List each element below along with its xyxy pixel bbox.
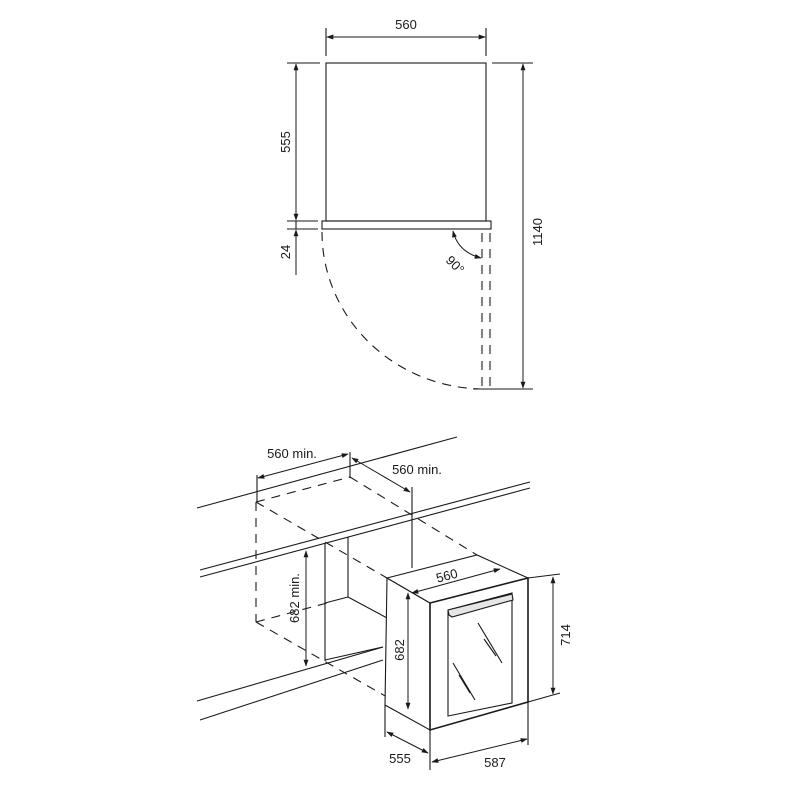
width-label: 560 xyxy=(395,17,417,32)
angle-arc xyxy=(452,230,482,259)
door-handle xyxy=(447,593,514,618)
front-width-dimension xyxy=(431,738,528,763)
top-view: 560 555 24 1140 90° xyxy=(278,17,545,390)
appliance-door xyxy=(429,576,529,732)
depth-label: 555 xyxy=(278,131,293,153)
door-panel xyxy=(321,220,492,230)
glass-reflection xyxy=(477,622,503,664)
appliance-height-label: 682 xyxy=(392,639,407,661)
niche-depth-label: 560 min. xyxy=(392,462,442,477)
niche-width-label: 560 min. xyxy=(267,446,317,461)
front-width-label: 587 xyxy=(484,755,506,770)
door-angle-label: 90° xyxy=(443,253,468,278)
door-swing-arc xyxy=(321,231,481,390)
iso-view: 560 min. 560 min. 682 min. 560 682 714 5… xyxy=(196,436,573,770)
appliance-width-label: 560 xyxy=(434,566,459,586)
cabinet-outline xyxy=(325,62,487,222)
appliance-depth-dimension xyxy=(386,731,429,754)
front-height-label: 714 xyxy=(558,624,573,646)
niche-depth-dimension xyxy=(351,457,411,493)
door-thickness-label: 24 xyxy=(278,245,293,259)
niche-width-dimension xyxy=(257,453,349,479)
appliance-width-dimension xyxy=(411,568,501,594)
total-depth-label: 1140 xyxy=(530,218,545,246)
glass-window xyxy=(447,592,513,717)
appliance-depth-label: 555 xyxy=(389,751,411,766)
niche-height-label: 682 min. xyxy=(287,573,302,623)
